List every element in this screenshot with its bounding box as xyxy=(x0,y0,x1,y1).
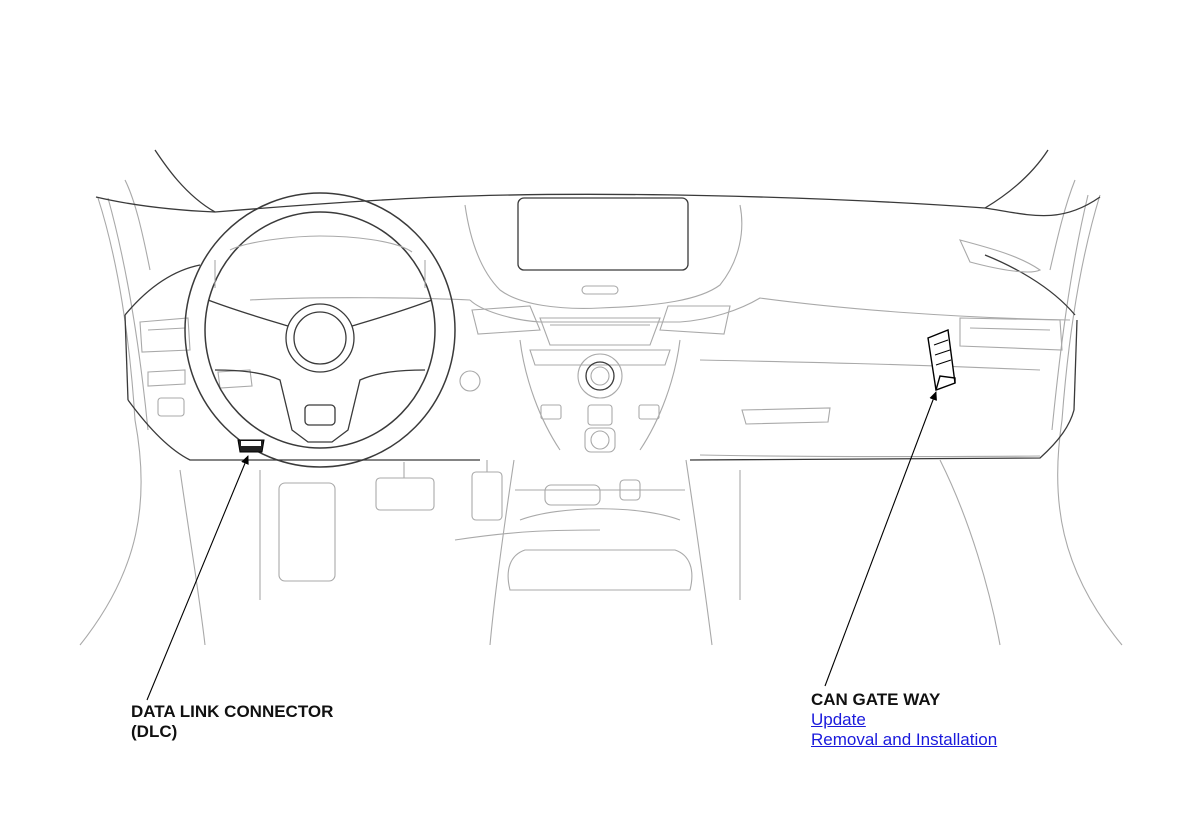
pillars xyxy=(79,149,1123,646)
dlc-label: DATA LINK CONNECTOR (DLC) xyxy=(131,702,333,742)
leader-lines xyxy=(146,391,937,701)
left-dash-details xyxy=(139,317,481,417)
can-gateway-label: CAN GATE WAY xyxy=(811,690,941,709)
update-link[interactable]: Update xyxy=(811,710,866,729)
can-gateway-module xyxy=(927,329,956,391)
steering-wheel xyxy=(184,192,456,468)
center-stack xyxy=(471,305,731,453)
dlc-label-line1: DATA LINK CONNECTOR xyxy=(131,702,334,721)
center-display xyxy=(517,197,689,295)
floor-console xyxy=(179,459,1001,646)
right-dash-details xyxy=(699,317,1063,458)
removal-installation-link[interactable]: Removal and Installation xyxy=(811,730,998,749)
dlc-connector xyxy=(237,439,265,453)
dashboard-outline xyxy=(95,193,1101,461)
dlc-label-line2: (DLC) xyxy=(131,722,178,741)
